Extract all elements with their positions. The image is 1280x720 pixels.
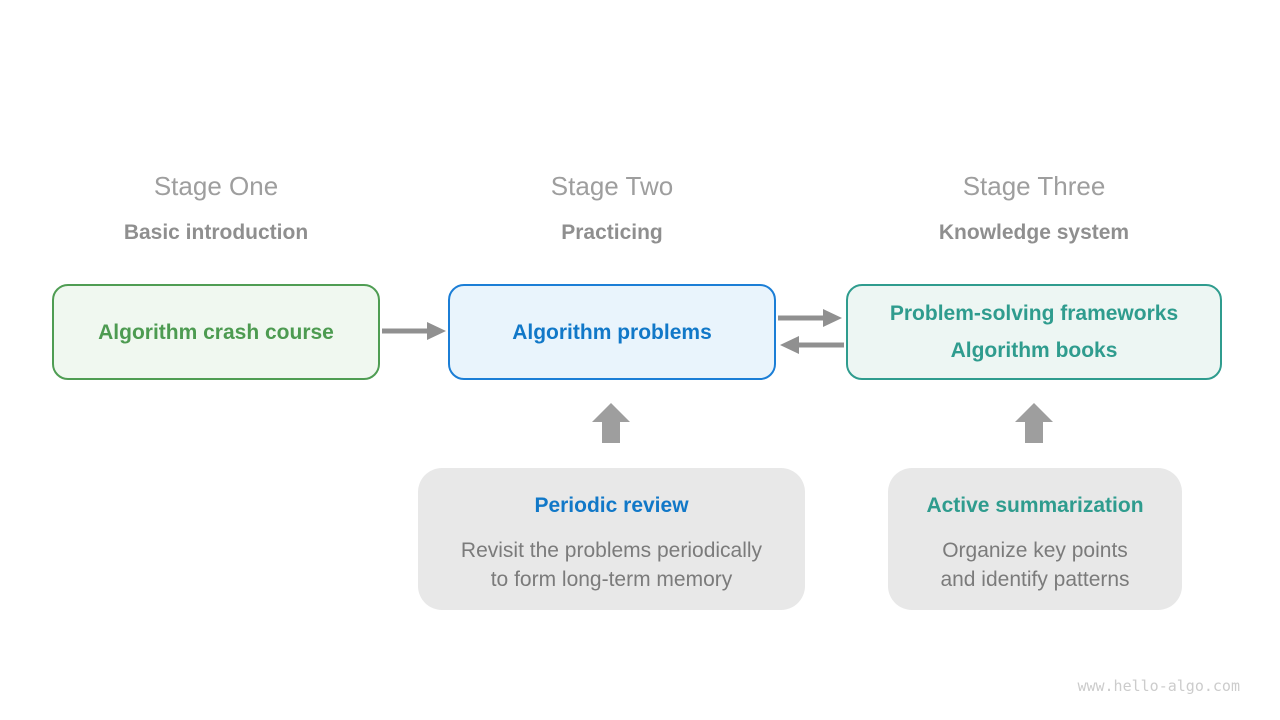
arrow-right-icon <box>778 309 842 327</box>
algorithm-problems-label: Algorithm problems <box>512 320 712 344</box>
algorithm-crash-course-label: Algorithm crash course <box>98 320 334 344</box>
stage-two-title: Stage Two <box>550 171 674 201</box>
active-summarization-body-line-2: and identify patterns <box>940 568 1130 591</box>
active-summarization-note: Active summarization Organize key points… <box>888 468 1182 610</box>
stage-one-header: Stage One Basic introduction <box>52 171 380 246</box>
stage-one-subtitle: Basic introduction <box>123 221 309 244</box>
active-summarization-title: Active summarization <box>926 494 1144 517</box>
arrow-right-icon <box>382 322 446 340</box>
arrow-up-icon <box>592 403 630 443</box>
arrow-up-icon <box>1015 403 1053 443</box>
stage-three-subtitle: Knowledge system <box>938 221 1130 244</box>
stage-two-header: Stage Two Practicing <box>448 171 776 246</box>
stage-two-subtitle: Practicing <box>561 221 663 244</box>
algorithm-problems-box: Algorithm problems <box>448 284 776 380</box>
stage-one-title: Stage One <box>153 171 279 201</box>
periodic-review-body-line-2: to form long-term memory <box>490 568 733 591</box>
active-summarization-body-line-1: Organize key points <box>942 539 1128 562</box>
arrow-left-icon <box>780 336 844 354</box>
stage-three-header: Stage Three Knowledge system <box>846 171 1222 246</box>
stage-three-title: Stage Three <box>962 171 1106 201</box>
frameworks-label: Problem-solving frameworks <box>889 302 1179 325</box>
algorithm-crash-course-box: Algorithm crash course <box>52 284 380 380</box>
periodic-review-title: Periodic review <box>534 494 689 517</box>
algorithm-books-label: Algorithm books <box>950 339 1118 362</box>
periodic-review-note: Periodic review Revisit the problems per… <box>418 468 805 610</box>
watermark: www.hello-algo.com <box>1077 677 1240 695</box>
active-summarization-body: Organize key points and identify pattern… <box>888 536 1182 594</box>
periodic-review-body: Revisit the problems periodically to for… <box>418 536 805 594</box>
periodic-review-body-line-1: Revisit the problems periodically <box>460 539 763 562</box>
knowledge-system-box: Problem-solving frameworks Algorithm boo… <box>846 284 1222 380</box>
